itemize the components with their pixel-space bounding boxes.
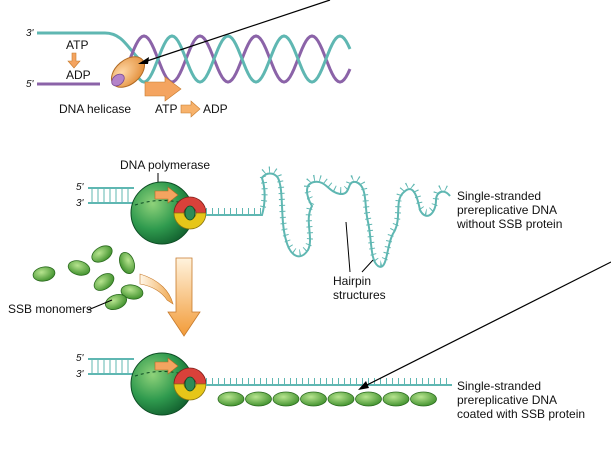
p3-end-5-label: 5' (76, 353, 85, 364)
pointer-arrowhead-top-icon (138, 57, 149, 64)
ssb-monomer-icon (91, 245, 113, 263)
top-strand-end-label: 3' (26, 28, 35, 39)
top-single-strand (37, 31, 140, 60)
atp-label: ATP (66, 38, 88, 52)
bound-ssb-icon (327, 391, 355, 407)
helicase-panel: 3' 5' ATP ADP DNA helicase ATP ADP (26, 0, 352, 118)
dna-helicase-label: DNA helicase (59, 102, 131, 116)
bound-ssb-icon (382, 391, 410, 407)
helicase-direction-arrow-icon (144, 76, 182, 102)
ssdna-hairpin-strand (206, 172, 451, 268)
helix-strand-teal (128, 34, 352, 84)
ssb-monomer-icon (120, 284, 144, 300)
bound-ssb-icon (245, 391, 272, 407)
p2-clamp-hole-icon (184, 205, 196, 221)
p3-end-3-label: 3' (76, 369, 85, 380)
bound-ssb-icon (410, 391, 437, 407)
ssb-monomer-icon (104, 294, 128, 310)
hydrolysis-adp-label: ADP (203, 102, 228, 116)
polymerase-panel: DNA polymerase 5' 3' Single-stranded pre… (8, 158, 562, 337)
ssdna-hairpin-bases (206, 166, 453, 266)
coated-panel: 5' 3' Single-stranded prereplicative DNA… (76, 261, 611, 421)
hairpin-leader-right (361, 259, 374, 273)
p3-clamp-hole-icon (184, 376, 196, 392)
p3-polymerase-arrow-icon (154, 357, 179, 375)
ssb-monomer-icon (32, 266, 56, 282)
ssb-monomer-icon (119, 251, 135, 275)
atp-to-adp-arrow-icon (67, 52, 81, 69)
p2-polymerase-arrow-icon (154, 186, 179, 204)
pointer-arrowhead-bottom-icon (358, 381, 369, 390)
helix-strand-purple (128, 34, 352, 84)
bound-ssb-icon (272, 391, 300, 407)
p2-end-5-label: 5' (76, 182, 85, 193)
ssb-monomers-cluster (32, 245, 144, 310)
dna-helicase-icon (111, 56, 145, 88)
ssdna-label-line1: Single-stranded (457, 189, 541, 203)
p2-incoming-duplex (88, 187, 134, 204)
ssdna-label-line2: prereplicative DNA (457, 203, 557, 217)
dna-polymerase-label: DNA polymerase (120, 158, 210, 172)
hairpin-leader-left (345, 221, 351, 273)
ssb-monomer-icon (93, 273, 115, 291)
ssb-monomer-icon (67, 260, 91, 276)
p3-incoming-duplex (88, 358, 134, 375)
pointer-line-bottom (360, 261, 611, 389)
coated-label-line1: Single-stranded (457, 379, 541, 393)
hydrolysis-arrow-icon (180, 100, 201, 118)
transition-down-arrow-icon (167, 257, 201, 337)
bound-ssb-icon (300, 391, 327, 407)
hairpin-label-line2: structures (333, 288, 386, 302)
ssb-leader-line (87, 299, 113, 311)
ssdna-label-line3: without SSB protein (456, 217, 562, 231)
hydrolysis-atp-label: ATP (155, 102, 177, 116)
pointer-line-top (140, 0, 331, 64)
bound-ssb-row (217, 391, 437, 407)
coated-label-line2: prereplicative DNA (457, 393, 557, 407)
ssb-binding-curved-arrow-icon (139, 273, 174, 305)
bound-ssb-icon (217, 391, 245, 407)
ssb-monomers-label: SSB monomers (8, 302, 92, 316)
hairpin-label-line1: Hairpin (333, 274, 371, 288)
adp-label: ADP (66, 68, 91, 82)
p2-end-3-label: 3' (76, 198, 85, 209)
coated-label-line3: coated with SSB protein (457, 407, 585, 421)
double-helix (128, 34, 352, 84)
bound-ssb-icon (355, 391, 382, 407)
bottom-strand-end-label: 5' (26, 79, 35, 90)
